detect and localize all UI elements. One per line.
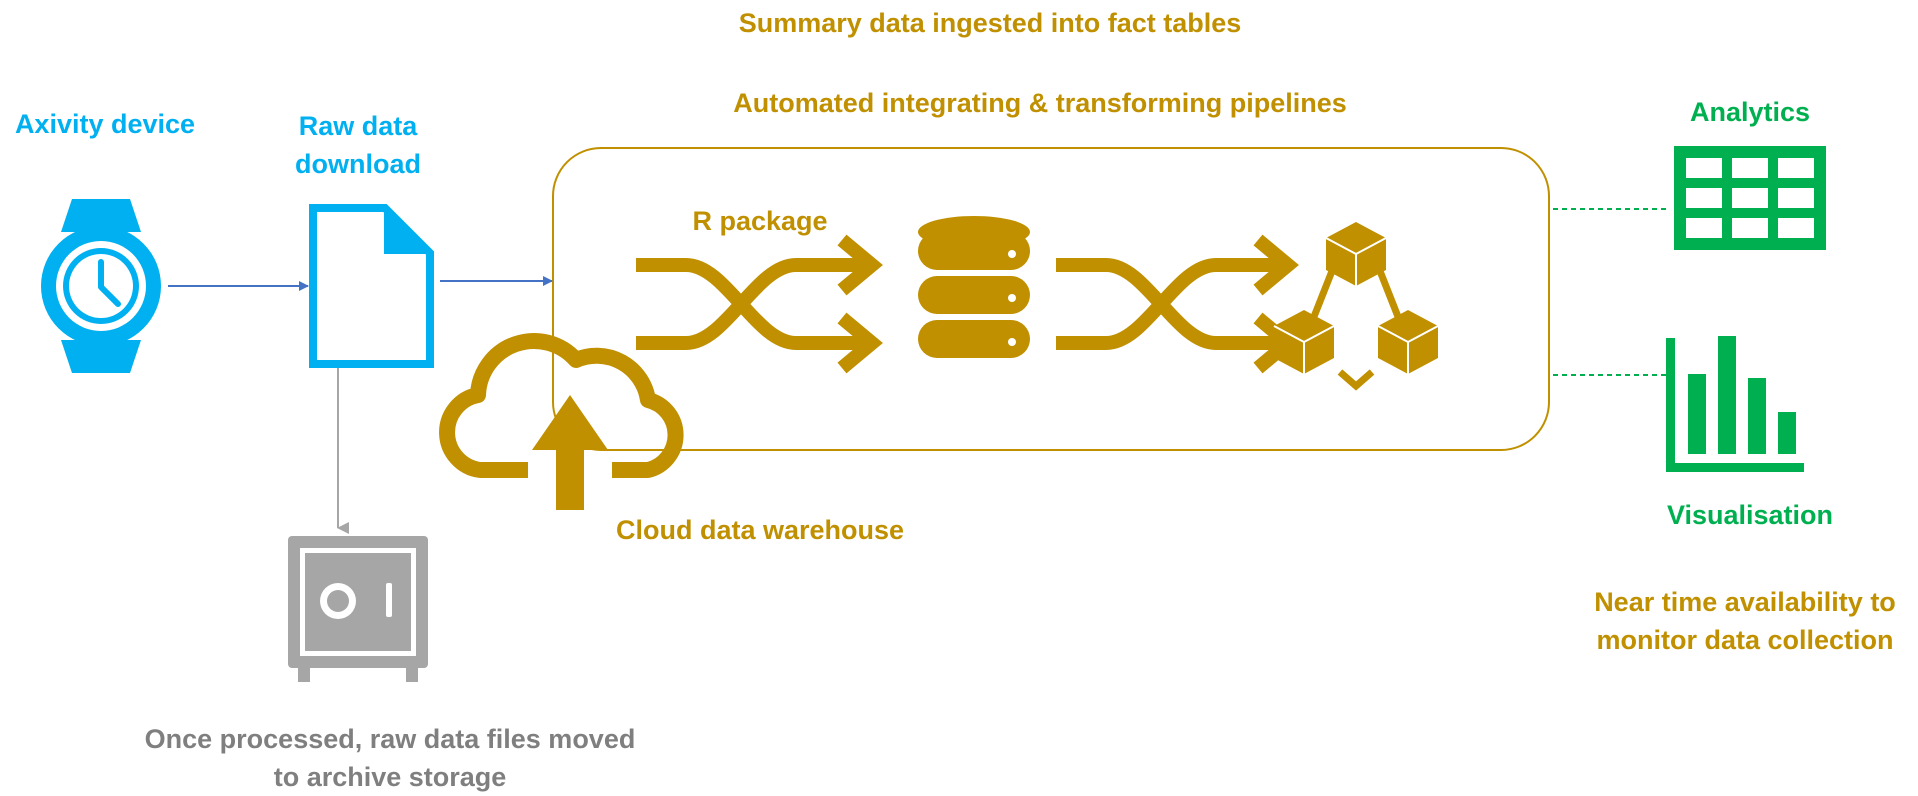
archive-label-line2: to archive storage — [273, 762, 507, 792]
visualisation-label: Visualisation — [1666, 500, 1834, 530]
cubes-network-icon — [1273, 222, 1439, 391]
shuffle-icon-2 — [1056, 234, 1299, 374]
archive-label-line1: Once processed, raw data files moved — [144, 724, 636, 754]
shuffle-icon — [636, 234, 883, 374]
device-label: Axivity device — [14, 109, 196, 139]
r-package-label: R package — [692, 206, 828, 236]
analytics-label: Analytics — [1689, 97, 1811, 127]
summary-label: Summary data ingested into fact tables — [738, 8, 1242, 38]
table-icon — [1674, 146, 1826, 250]
watch-icon — [41, 199, 161, 373]
warehouse-container — [552, 147, 1550, 451]
document-icon — [309, 204, 434, 368]
cloud-warehouse-label: Cloud data warehouse — [615, 515, 905, 545]
bar-chart-icon — [1666, 336, 1804, 472]
pipelines-label: Automated integrating & transforming pip… — [733, 88, 1347, 118]
raw-download-label: Raw data download — [268, 107, 448, 183]
database-icon — [918, 216, 1030, 358]
archive-label: Once processed, raw data files moved to … — [120, 720, 660, 796]
raw-download-label-line2: download — [295, 149, 421, 179]
raw-download-label-line1: Raw data — [298, 111, 418, 141]
near-time-label: Near time availability to monitor data c… — [1570, 583, 1918, 659]
safe-icon — [288, 536, 428, 682]
near-time-label-line2: monitor data collection — [1596, 625, 1894, 655]
near-time-label-line1: Near time availability to — [1594, 587, 1896, 617]
cloud-upload-icon — [439, 333, 684, 510]
